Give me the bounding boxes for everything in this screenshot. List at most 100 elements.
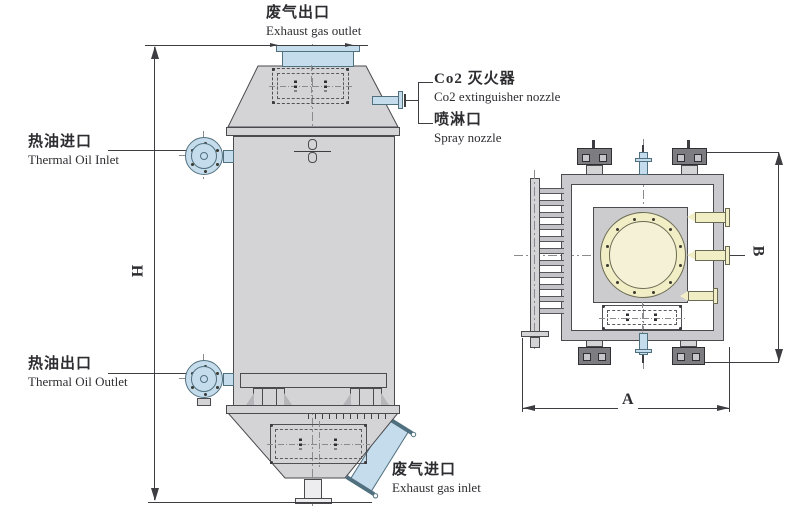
corner-bolt: [679, 305, 682, 308]
b-arrow-bottom: [775, 349, 783, 362]
side-nozzle-3: [688, 291, 715, 301]
b-ext-line-bottom: [705, 362, 779, 363]
ladder-centerline: [534, 170, 535, 352]
corner-bolt: [270, 424, 273, 427]
oil-outlet-flange-inner: [191, 366, 217, 392]
a-ext-line-right: [729, 347, 730, 412]
label-exhaust-gas-outlet: 废气出口 Exhaust gas outlet: [266, 5, 361, 38]
flange-bolt: [615, 281, 619, 285]
label-zh: 喷淋口: [434, 112, 483, 128]
bracket-bolt: [694, 154, 702, 162]
label-exhaust-gas-inlet: 废气进口 Exhaust gas inlet: [392, 462, 481, 495]
pedestal-web: [261, 389, 263, 405]
bracket-bolt: [677, 353, 685, 361]
h-ext-line-top: [145, 45, 368, 46]
h-arrow-bottom: [151, 488, 159, 501]
gusset-right: [381, 393, 389, 405]
oil-inlet-hub: [200, 152, 208, 160]
flange-bolt: [632, 217, 636, 221]
bracket-bolt: [677, 154, 685, 162]
label-en: Thermal Oil Inlet: [28, 151, 119, 167]
side-access-panel: [599, 302, 685, 333]
top-bracket-right: [672, 148, 707, 165]
bracket-bolt: [598, 353, 606, 361]
bracket-bolt: [582, 154, 590, 162]
h-arrow-top: [151, 46, 159, 59]
drain-flange: [295, 498, 332, 504]
flange-bolt: [669, 227, 673, 231]
support-beam: [240, 373, 387, 388]
label-en: Spray nozzle: [434, 129, 502, 145]
corner-bolt: [364, 424, 367, 427]
hood-access-panel: [269, 65, 352, 107]
a-arrow-left: [523, 405, 535, 411]
oil-outlet-support: [197, 398, 211, 406]
corner-bolt: [364, 461, 367, 464]
label-spray-nozzle: 喷淋口 Spray nozzle: [434, 112, 502, 145]
bolt-mark: [324, 80, 327, 92]
gusset-right: [284, 393, 292, 405]
dim-label-h: H: [128, 264, 146, 278]
b-dim-line: [778, 152, 779, 362]
bottom-bracket-stem-left: [586, 340, 603, 347]
gusset-left: [343, 393, 351, 405]
side-nozzle-2-flange: [725, 246, 730, 265]
top-bracket-stem-left: [586, 165, 603, 175]
flange-bolt: [215, 162, 219, 166]
bottom-nozzle-pin: [642, 355, 644, 363]
bolt-mark: [294, 80, 297, 92]
top-bracket-left: [577, 148, 612, 165]
oil-outlet-leader: [108, 373, 186, 374]
top-nozzle-pin: [642, 145, 644, 153]
a-ext-line-left: [522, 338, 523, 412]
hopper-access-panel: [267, 421, 370, 467]
manhole-flange-inner: [609, 221, 677, 289]
side-nozzle-3-flange: [713, 288, 718, 304]
side-nozzle-tip: [687, 250, 696, 260]
flange-bolt: [679, 244, 683, 248]
side-nozzle-2: [695, 250, 726, 261]
bottom-band: [226, 405, 400, 414]
top-nozzle-flange: [635, 158, 652, 162]
oil-inlet-pipe: [223, 150, 234, 163]
label-thermal-oil-outlet: 热油出口 Thermal Oil Outlet: [28, 356, 128, 389]
b-arrow-top: [775, 152, 783, 165]
flange-bolt: [652, 217, 656, 221]
corner-bolt: [679, 327, 682, 330]
flange-bolt: [669, 281, 673, 285]
side-nozzle-1-flange: [725, 208, 730, 227]
ladder-base-pipe: [530, 337, 540, 348]
label-thermal-oil-inlet: 热油进口 Thermal Oil Inlet: [28, 134, 119, 167]
label-en: Exhaust gas inlet: [392, 479, 481, 495]
bracket-pin: [687, 140, 690, 148]
label-co2-nozzle: Co2 灭火器 Co2 extinguisher nozzle: [434, 71, 560, 104]
drain-pipe: [304, 479, 322, 500]
label-en: Exhaust gas outlet: [266, 22, 362, 38]
panel-centerline-h: [599, 317, 685, 319]
leader-bracket-stub: [405, 100, 418, 101]
panel-centerline-h: [269, 86, 352, 87]
pedestal-web: [372, 389, 374, 405]
support-pedestal-left: [246, 388, 292, 406]
panel-centerline-h: [267, 444, 370, 445]
oil-outlet-pipe: [223, 373, 234, 386]
leader-bracket-bottom: [419, 123, 433, 124]
pedestal-web: [275, 389, 277, 405]
main-shell: [233, 136, 395, 408]
flange-bolt: [203, 169, 207, 173]
bracket-pin: [592, 140, 595, 148]
oil-outlet-hub: [200, 375, 208, 383]
exhaust-outlet-duct: [282, 51, 354, 67]
label-zh: Co2 灭火器: [434, 71, 516, 87]
dim-label-a: A: [618, 391, 638, 409]
corner-bolt: [272, 68, 275, 71]
bolt-mark: [333, 438, 337, 450]
flange-bolt: [605, 244, 609, 248]
bottom-bracket-stem-right: [680, 340, 697, 347]
leader-bracket-v: [418, 82, 419, 124]
leader-bracket-top: [419, 82, 433, 83]
outlet-width-arrow-right: [345, 43, 353, 47]
corner-bolt: [346, 101, 349, 104]
label-zh: 热油出口: [28, 356, 93, 372]
label-zh: 废气进口: [392, 462, 457, 478]
